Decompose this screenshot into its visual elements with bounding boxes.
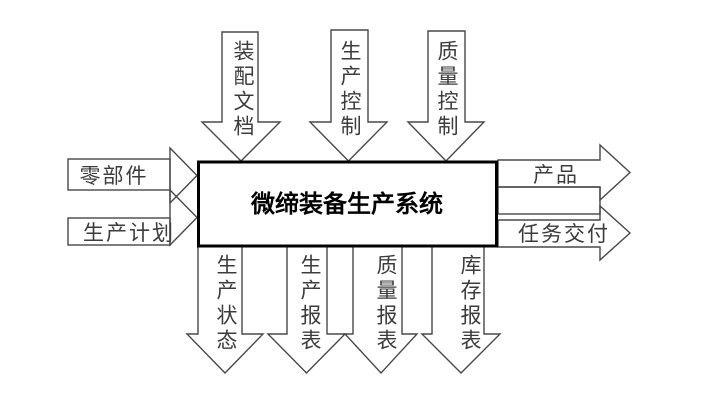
system-title: 微缔装备生产系统 <box>251 191 443 218</box>
arrow-parts-head <box>169 146 198 205</box>
label-production-status: 生产状态 <box>214 254 237 354</box>
arrow-production-plan-head <box>169 188 198 247</box>
label-production-plan: 生产计划 <box>83 221 175 245</box>
right-connector-band <box>497 186 601 215</box>
arrow-quality-control <box>406 30 486 163</box>
arrow-production-control <box>308 29 389 162</box>
system-box <box>197 160 498 248</box>
label-assembly-docs: 装配文档 <box>231 40 254 140</box>
arrow-production-report <box>266 245 347 374</box>
label-task-delivery: 任务交付 <box>518 222 610 246</box>
arrow-inventory-report <box>420 245 502 374</box>
arrow-production-status <box>185 245 265 375</box>
label-parts: 零部件 <box>79 164 149 188</box>
label-product: 产品 <box>533 163 579 187</box>
arrow-assembly-docs <box>200 31 282 162</box>
label-inventory-report: 库存报表 <box>458 254 481 354</box>
arrow-quality-report <box>343 245 419 375</box>
label-production-report: 生产报表 <box>298 254 321 354</box>
label-quality-control: 质量控制 <box>435 40 458 140</box>
arrow-task-delivery <box>497 204 632 262</box>
label-production-control: 生产控制 <box>338 40 361 140</box>
label-quality-report: 质量报表 <box>374 254 397 354</box>
